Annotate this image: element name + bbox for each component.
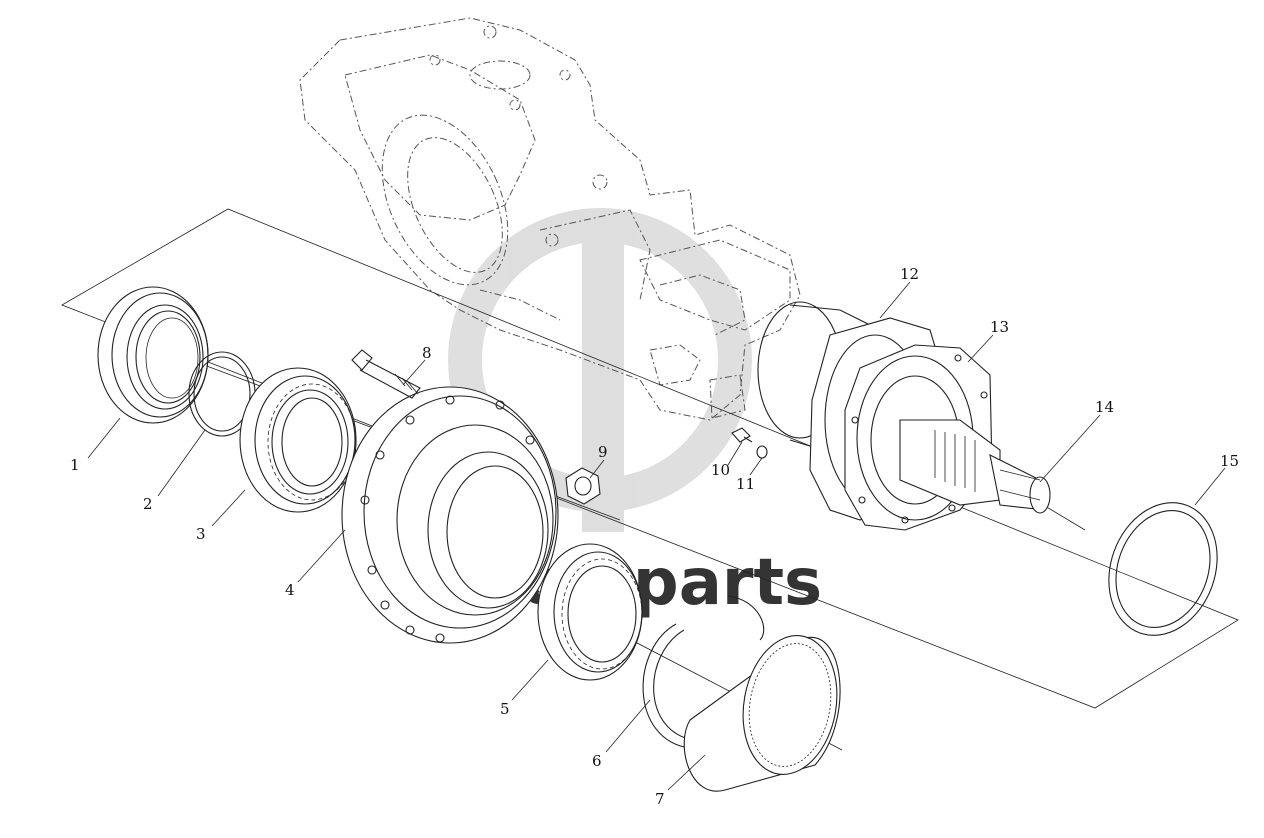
leader-11	[749, 457, 763, 476]
callout-8: 8	[422, 344, 432, 362]
callout-5: 5	[500, 700, 510, 718]
leader-6	[605, 699, 651, 753]
leader-1	[87, 417, 121, 459]
callout-11: 11	[736, 475, 755, 493]
leader-13	[967, 334, 994, 363]
callout-15: 15	[1220, 452, 1239, 470]
part-10-bolt	[731, 427, 753, 443]
callout-10: 10	[711, 461, 730, 479]
callout-9: 9	[598, 443, 608, 461]
callout-4: 4	[285, 581, 295, 599]
leader-15	[1194, 467, 1226, 506]
leader-4	[297, 529, 346, 583]
callout-7: 7	[655, 790, 665, 808]
part-9-nut	[565, 467, 601, 505]
leader-5	[511, 659, 549, 701]
part-8-wheel-bolt	[351, 349, 421, 399]
leader-7	[667, 754, 706, 791]
part-7-ring-gear	[683, 635, 841, 792]
part-6-snap-ring	[642, 595, 765, 749]
callout-6: 6	[592, 752, 602, 770]
part-11-washer	[756, 445, 768, 459]
leader-3	[211, 489, 246, 527]
callout-2: 2	[143, 495, 153, 513]
leader-8	[402, 359, 426, 386]
leader-2	[157, 429, 206, 497]
leader-lines	[87, 281, 1226, 791]
callout-13: 13	[990, 318, 1009, 336]
callout-labels: 1 2 3 4 5 6 7 8 9 10 11 12 13 14 15	[70, 265, 1239, 808]
leader-9	[589, 459, 605, 479]
callout-14: 14	[1095, 398, 1114, 416]
leader-10	[727, 441, 743, 466]
callout-12: 12	[900, 265, 919, 283]
part-4-wheel-hub	[341, 386, 559, 644]
part-3-bearing	[239, 367, 357, 513]
axis-frame	[61, 208, 1239, 709]
leader-12	[879, 281, 911, 319]
callout-1: 1	[70, 456, 80, 474]
part-5-bearing	[537, 543, 643, 681]
axle-housing	[299, 17, 801, 421]
leader-14	[1039, 414, 1101, 483]
part-1-oil-seal	[97, 286, 209, 424]
part-14-spindle	[899, 419, 1051, 514]
part-15-o-ring	[1108, 502, 1218, 636]
callout-3: 3	[196, 525, 206, 543]
